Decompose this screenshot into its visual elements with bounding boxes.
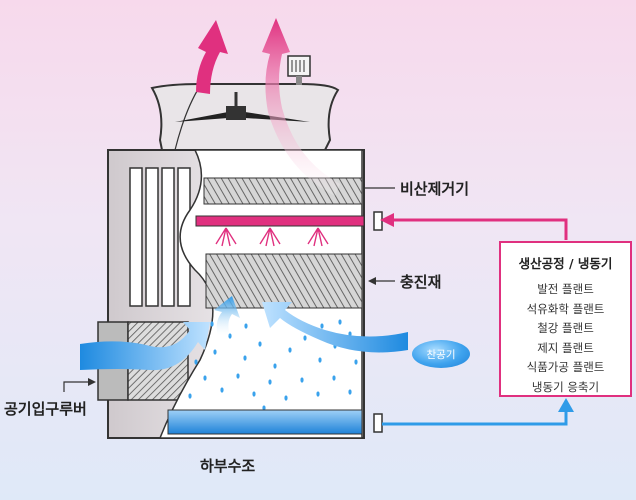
spray-nozzles xyxy=(215,227,329,247)
warm-air-exit-arrow-right xyxy=(262,18,340,196)
vent-slats xyxy=(129,167,191,307)
drift-eliminator-label: 비산제거기 xyxy=(400,180,470,198)
cold-water-supply-line xyxy=(382,398,574,426)
process-item: 제지 플랜트 xyxy=(537,340,594,355)
water-droplets xyxy=(188,319,358,411)
process-item: 발전 플랜트 xyxy=(537,282,594,296)
hot-water-pipe xyxy=(195,215,365,227)
process-box: 생산공정 / 냉동기 발전 플랜트 석유화학 플랜트 철강 플랜트 제지 플랜트… xyxy=(499,241,632,397)
process-item: 철강 플랜트 xyxy=(537,321,594,335)
process-item: 석유화학 플랜트 xyxy=(526,301,605,316)
motor-icon xyxy=(287,55,311,85)
air-intake-arrow-right xyxy=(262,302,408,353)
process-item: 냉동기 응축기 xyxy=(531,379,600,394)
cold-water-basin xyxy=(167,409,363,435)
air-updraft-arrow-left xyxy=(214,296,240,336)
fill-media-label: 충진재 xyxy=(400,273,442,291)
process-box-title: 생산공정 / 냉동기 xyxy=(518,256,613,271)
cool-air-badge: 찬공기 xyxy=(412,340,470,368)
process-item: 식품가공 플랜트 xyxy=(526,360,605,374)
warm-air-exit-arrow-left xyxy=(196,20,228,94)
hot-water-return-line xyxy=(380,213,568,240)
drift-eliminator xyxy=(203,177,363,205)
cold-water-basin-label: 하부수조 xyxy=(200,457,256,475)
air-inlet-louver-label: 공기입구루버 xyxy=(4,400,87,418)
air-intake-arrow-left xyxy=(80,322,210,371)
